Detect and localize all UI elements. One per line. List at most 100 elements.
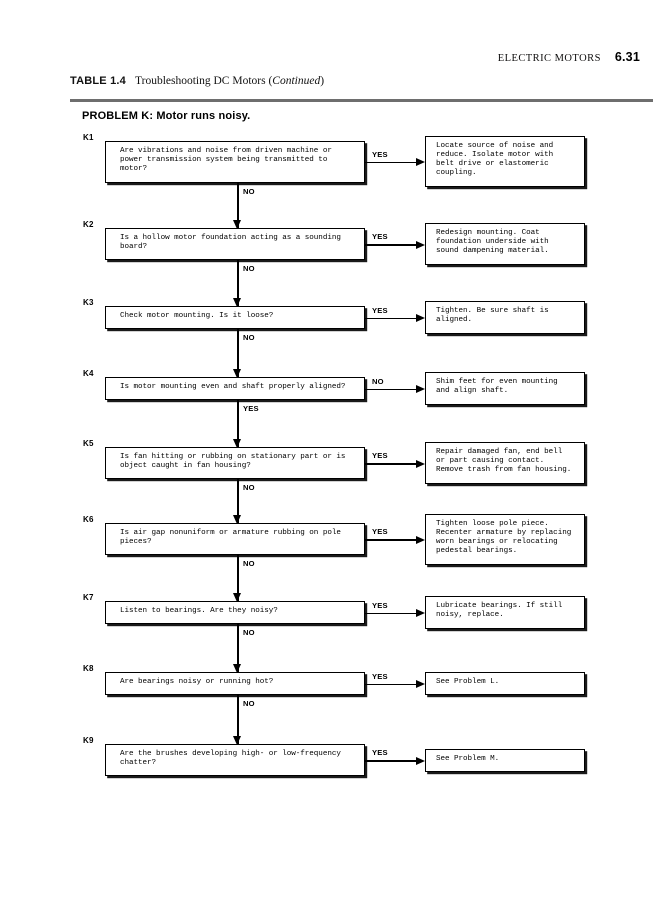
down-connector-line [237,182,239,228]
down-connector-k6 [233,555,242,602]
branch-label-k9: YES [372,748,388,758]
branch-arrowhead-icon [416,314,425,322]
branch-arrow-line [365,463,418,465]
question-box-k1: Are vibrations and noise from driven mac… [105,141,365,183]
branch-arrow-k8 [365,680,425,688]
question-box-k4: Is motor mounting even and shaft properl… [105,377,365,401]
answer-text: See Problem L. [436,678,500,686]
step-label-k3: K3 [83,298,94,307]
down-arrowhead-icon [233,297,242,307]
branch-arrow-k3 [365,314,425,322]
running-head-title: ELECTRIC MOTORS [497,53,601,64]
branch-arrow-k4 [365,385,425,393]
down-arrowhead-icon [233,663,242,673]
step-label-k9: K9 [83,736,94,745]
branch-label-k1: YES [372,149,388,159]
table-caption-continued: Continued [272,75,321,87]
down-connector-line [237,260,239,306]
branch-label-k3: YES [372,305,388,315]
question-text: Is a hollow motor foundation acting as a… [120,234,341,251]
down-connector-k8 [233,695,242,745]
answer-box-k4: Shim feet for even mounting and align sh… [425,372,585,405]
down-connector-k5 [233,479,242,524]
down-label-k8: NO [243,699,255,709]
question-text: Listen to bearings. Are they noisy? [120,607,278,615]
down-label-k7: NO [243,628,255,638]
question-box-k9: Are the brushes developing high- or low-… [105,744,365,777]
question-box-k6: Is air gap nonuniform or armature rubbin… [105,523,365,556]
question-box-k5: Is fan hitting or rubbing on stationary … [105,447,365,480]
question-text: Are the brushes developing high- or low-… [120,750,341,767]
down-connector-line [237,329,239,377]
branch-arrow-line [365,539,418,541]
branch-arrow-k5 [365,459,425,468]
answer-box-k2: Redesign mounting. Coat foundation under… [425,223,585,265]
branch-arrow-line [365,317,418,320]
question-text: Check motor mounting. Is it loose? [120,312,274,320]
down-label-k5: NO [243,483,255,493]
branch-arrow-line [365,760,418,762]
branch-arrow-line [365,683,418,686]
branch-arrowhead-icon [416,535,425,544]
down-arrowhead-icon [233,592,242,602]
branch-label-k4: NO [372,376,384,386]
step-label-k4: K4 [83,369,94,378]
problem-title: PROBLEM K: Motor runs noisy. [82,110,251,122]
answer-box-k9: See Problem M. [425,748,585,772]
down-connector-line [237,624,239,672]
down-arrowhead-icon [233,438,242,448]
branch-arrow-line [365,244,418,246]
question-text: Is air gap nonuniform or armature rubbin… [120,529,341,546]
branch-label-k7: YES [372,600,388,610]
branch-arrow-k2 [365,240,425,249]
branch-arrow-line [365,612,418,615]
down-connector-k4 [233,400,242,448]
step-label-k2: K2 [83,220,94,229]
answer-box-k7: Lubricate bearings. If still noisy, repl… [425,596,585,629]
branch-arrow-k6 [365,535,425,544]
down-label-k1: NO [243,186,255,196]
answer-text: Locate source of noise and reduce. Isola… [436,142,554,178]
answer-text: Redesign mounting. Coat foundation under… [436,229,549,256]
answer-text: Lubricate bearings. If still noisy, repl… [436,602,563,620]
question-text: Is fan hitting or rubbing on stationary … [120,453,346,470]
down-arrowhead-icon [233,735,242,745]
down-arrowhead-icon [233,514,242,524]
branch-arrow-k9 [365,756,425,765]
branch-arrowhead-icon [416,459,425,468]
answer-box-k1: Locate source of noise and reduce. Isola… [425,136,585,188]
down-label-k6: NO [243,559,255,569]
answer-box-k5: Repair damaged fan, end bell or part cau… [425,442,585,484]
table-caption-close: ) [320,75,325,87]
down-connector-k7 [233,624,242,673]
branch-label-k2: YES [372,232,388,242]
answer-box-k6: Tighten loose pole piece. Recenter armat… [425,513,585,565]
question-box-k2: Is a hollow motor foundation acting as a… [105,228,365,261]
branch-arrowhead-icon [416,385,425,393]
step-label-k5: K5 [83,439,94,448]
answer-text: See Problem M. [436,754,500,763]
branch-arrowhead-icon [416,680,425,688]
down-connector-k2 [233,260,242,307]
answer-text: Tighten. Be sure shaft is aligned. [436,307,549,325]
down-label-k4: YES [243,404,259,414]
question-box-k7: Listen to bearings. Are they noisy? [105,601,365,625]
step-label-k6: K6 [83,515,94,524]
running-head: ELECTRIC MOTORS 6.31 [0,48,640,66]
question-box-k8: Are bearings noisy or running hot? [105,672,365,696]
question-text: Are bearings noisy or running hot? [120,678,274,686]
caption-rule [70,99,653,102]
down-arrowhead-icon [233,368,242,378]
question-text: Is motor mounting even and shaft properl… [120,383,346,391]
answer-box-k3: Tighten. Be sure shaft is aligned. [425,301,585,334]
step-label-k7: K7 [83,593,94,602]
step-label-k1: K1 [83,133,94,142]
branch-label-k8: YES [372,671,388,681]
table-caption-label: TABLE 1.4 [70,75,126,87]
down-label-k3: NO [243,333,255,343]
branch-arrow-k1 [365,158,425,167]
page-folio: 6.31 [614,50,640,64]
table-caption-text: Troubleshooting DC Motors ( [135,75,273,87]
answer-text: Repair damaged fan, end bell or part cau… [436,448,572,475]
